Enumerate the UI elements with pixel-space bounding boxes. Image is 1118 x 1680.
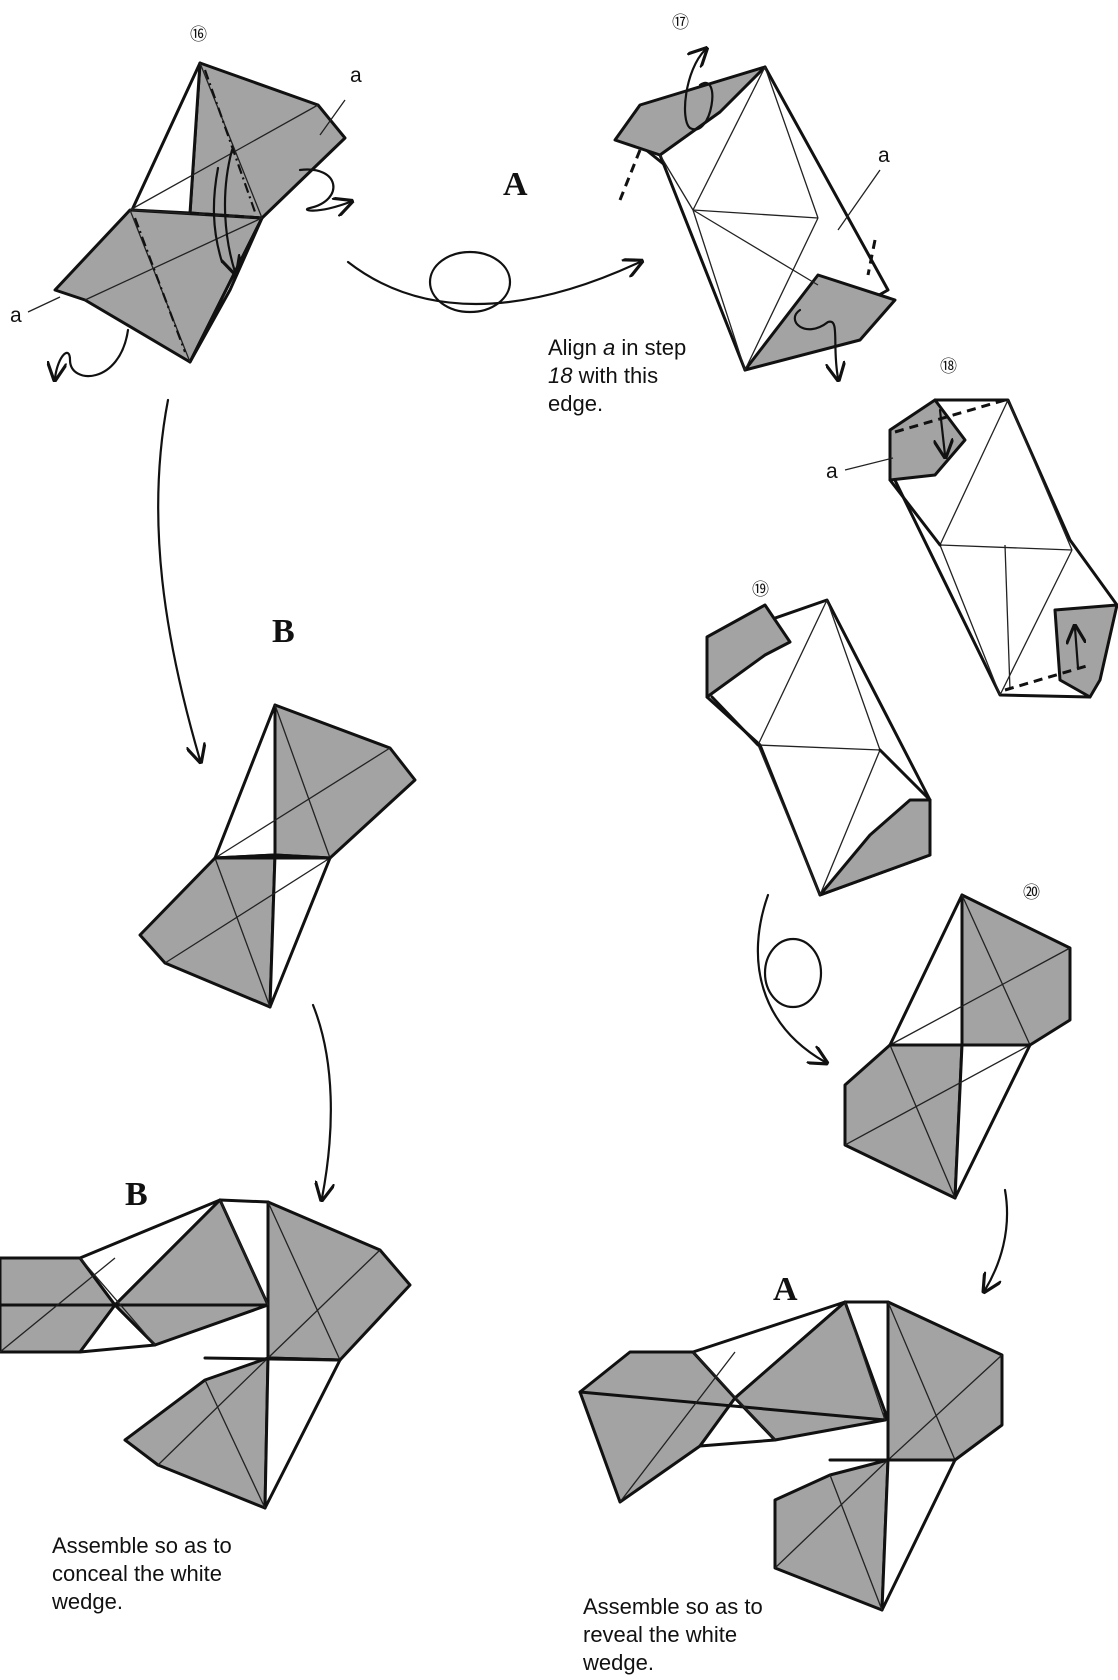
assembly-B-figure: [0, 1200, 410, 1508]
note-reveal-line: wedge.: [583, 1650, 654, 1675]
label-a-17: a: [878, 144, 890, 167]
fold-arrow-icon-B: [313, 1005, 331, 1198]
model-B-figure: [140, 705, 415, 1007]
step-19-figure: [707, 600, 930, 895]
note-align-text: in step: [615, 335, 686, 360]
note-reveal-line: Assemble so as to: [583, 1594, 763, 1619]
label-A-top: A: [503, 166, 528, 203]
fold-arrow-icon-20: [985, 1190, 1007, 1290]
note-align-text: with this: [572, 363, 658, 388]
step-number-19: ⑲: [752, 580, 769, 600]
step-20-figure: [845, 895, 1070, 1198]
note-align-text: Align: [548, 335, 603, 360]
step-number-18: ⑱: [940, 357, 957, 377]
note-align-text: edge.: [548, 391, 603, 416]
note-conceal-line: wedge.: [52, 1589, 123, 1614]
turn-over-loop-icon: [348, 252, 640, 312]
label-a-16-top: a: [350, 64, 362, 87]
step-16-figure: [55, 63, 350, 378]
step-number-16: ⑯: [190, 25, 207, 45]
note-conceal: Assemble so as to conceal the white wedg…: [52, 1532, 232, 1616]
turn-over-loop-icon-19: [758, 895, 825, 1062]
assembly-A-figure: [580, 1302, 1002, 1610]
label-a-18: a: [826, 460, 838, 483]
note-reveal-line: reveal the white: [583, 1622, 737, 1647]
label-B-middle: B: [272, 613, 295, 650]
label-a-16-left: a: [10, 304, 22, 327]
label-A-bottom: A: [773, 1271, 798, 1308]
note-align-italic-18: 18: [548, 363, 572, 388]
note-conceal-line: conceal the white: [52, 1561, 222, 1586]
note-align-italic-a: a: [603, 335, 615, 360]
fold-arrow-icon-16-to-B: [158, 400, 200, 760]
step-18-figure: [890, 400, 1117, 697]
note-conceal-line: Assemble so as to: [52, 1533, 232, 1558]
note-align: Align a in step 18 with this edge.: [548, 334, 686, 418]
step-number-17: ⑰: [672, 13, 689, 33]
step-number-20: ⑳: [1023, 883, 1040, 903]
note-reveal: Assemble so as to reveal the white wedge…: [583, 1593, 763, 1677]
label-B-bottom: B: [125, 1176, 148, 1213]
step-17-figure: [615, 50, 895, 378]
